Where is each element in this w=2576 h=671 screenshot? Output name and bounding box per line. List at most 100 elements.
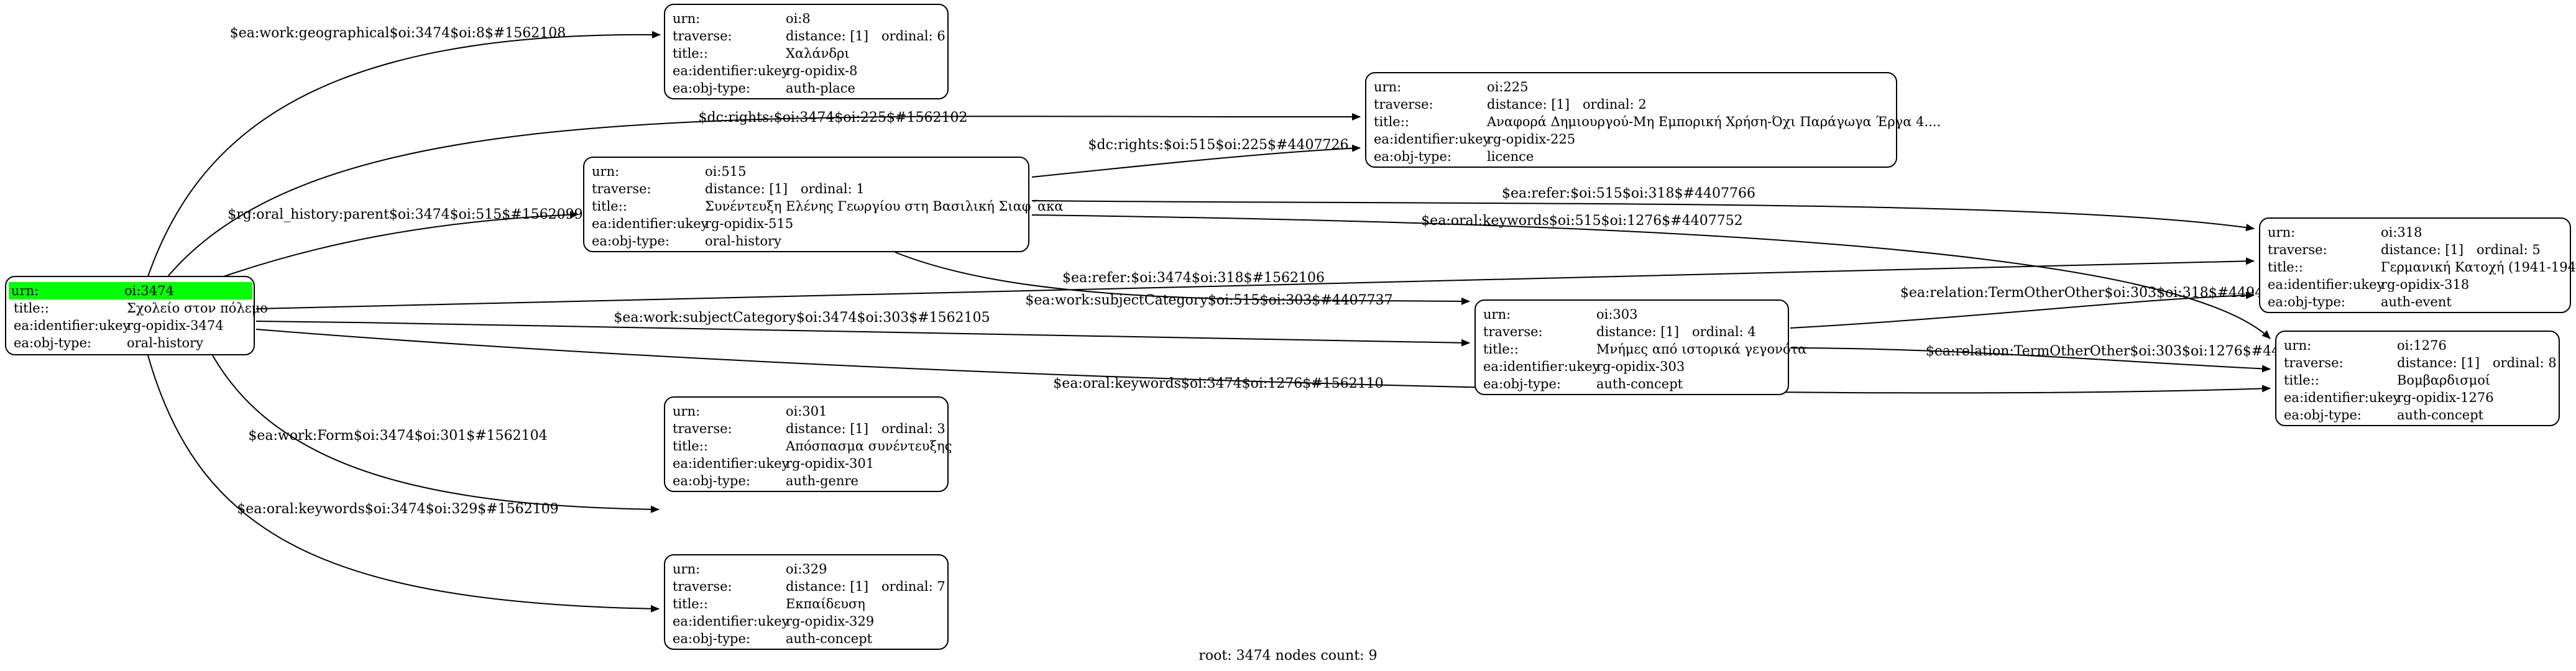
node-row: traverse: distance: [1] ordinal: 1	[589, 180, 1026, 198]
edge-label: $ea:work:subjectCategory$oi:515$oi:303$#…	[1025, 293, 1392, 308]
node-field-key: ea:identifier:ukey	[2268, 277, 2385, 292]
edge-oi-303-to-oi-318	[1790, 291, 2255, 329]
node-row: urn: oi:318	[2265, 224, 2567, 241]
node-field-value: rg-opidix-1276	[2397, 390, 2494, 405]
edge-oi-3474-to-oi-329	[147, 355, 660, 613]
node-field-key: ea:obj-type:	[1374, 149, 1451, 164]
node-field-ordinal: ordinal: 8	[2493, 355, 2557, 370]
node-field-key: traverse:	[592, 181, 651, 196]
node-row: title::Γερμανική Κατοχή (1941-1944)	[2265, 258, 2576, 276]
edge-label: $ea:work:subjectCategory$oi:3474$oi:303$…	[614, 310, 990, 326]
node-field-key: ea:obj-type:	[592, 234, 669, 249]
node-field-ordinal: ordinal: 4	[1692, 324, 1756, 339]
node-field-key: traverse:	[2268, 242, 2327, 257]
node-row: title::Απόσπασμα συνέντευξης	[670, 437, 952, 455]
node-row: urn:oi:329	[670, 560, 945, 578]
edge-label: $ea:oral:keywords$oi:3474$oi:329$#156210…	[237, 501, 558, 517]
node-row: traverse:distance: [1]ordinal: 5	[2265, 241, 2567, 258]
node-field-value: rg-opidix-515	[705, 216, 794, 231]
node-row: urn: oi:301	[670, 403, 945, 420]
node-row: ea:obj-type: auth-concept	[2281, 406, 2556, 424]
node-row: title::Εκπαίδευση	[670, 595, 945, 613]
node-oi-1276[interactable]: urn: oi:1276 traverse: distance: [1] ordinal…	[2275, 331, 2560, 426]
node-field-key: urn:	[1374, 80, 1402, 94]
node-field-value: oi:303	[1596, 307, 1638, 322]
node-field-key: ea:identifier:ukey	[1374, 132, 1491, 147]
node-field-ordinal: ordinal: 1	[801, 181, 865, 196]
node-field-key: traverse:	[1374, 97, 1433, 112]
node-field-value: distance: [1]	[2397, 355, 2480, 370]
node-field-ordinal: ordinal: 2	[1583, 97, 1647, 112]
edge-label: $ea:oral:keywords$oi:3474$oi:1276$#15621…	[1053, 376, 1383, 391]
node-field-value: oi:318	[2381, 225, 2422, 240]
edge-label: $dc:rights:$oi:3474$oi:225$#1562102	[699, 110, 968, 126]
node-field-value: oi:301	[786, 404, 827, 419]
node-field-key: urn:	[673, 404, 701, 419]
node-field-value: Μνήμες από ιστορικά γεγονότα	[1596, 342, 1807, 357]
edge-oi-515-to-oi-225	[1031, 144, 1361, 178]
node-field-key: ea:obj-type:	[673, 81, 750, 96]
node-field-key: traverse:	[2284, 355, 2344, 370]
edge-label: $ea:oral:keywords$oi:515$oi:1276$#440775…	[1421, 213, 1742, 229]
node-field-key: ea:identifier:ukey	[14, 318, 131, 333]
node-row: urn: oi:1276	[2281, 337, 2556, 354]
node-field-key: traverse:	[673, 421, 732, 436]
node-field-value: oi:8	[786, 11, 811, 26]
node-field-key: ea:identifier:ukey	[673, 63, 789, 78]
node-row: urn:oi:515	[589, 163, 1026, 180]
edge-oi-3474-to-oi-318	[255, 257, 2255, 309]
node-row: ea:obj-type: auth-event	[2265, 293, 2567, 311]
node-field-key: ea:obj-type:	[2284, 408, 2362, 422]
node-field-value: Βομβαρδισμοί	[2397, 373, 2491, 388]
node-row: traverse:distance: [1]ordinal: 7	[670, 578, 945, 595]
node-field-value: rg-opidix-318	[2381, 277, 2470, 292]
node-row: ea:obj-type:oral-history	[11, 334, 251, 352]
node-field-key: title::	[592, 199, 627, 214]
node-field-value: oi:3474	[124, 283, 174, 298]
node-row: traverse:distance: [1]ordinal: 4	[1481, 323, 1785, 340]
edge-label: $ea:work:geographical$oi:3474$oi:8$#1562…	[230, 25, 566, 41]
edge-oi-303-to-oi-1276	[1790, 347, 2271, 373]
node-field-value: distance: [1]	[705, 181, 788, 196]
node-field-key: ea:identifier:ukey	[592, 216, 709, 231]
node-row: title::Βομβαρδισμοί	[2281, 372, 2556, 389]
edge-oi-3474-to-oi-8	[147, 30, 661, 277]
node-field-key: title::	[2268, 260, 2303, 275]
node-field-value: oi:1276	[2397, 338, 2447, 353]
node-field-value: auth-event	[2381, 294, 2452, 309]
edge-label: $ea:work:Form$oi:3474$oi:301$#1562104	[248, 428, 547, 444]
edge-oi-3474-to-oi-225	[167, 113, 1361, 277]
node-row: title::Μνήμες από ιστορικά γεγονότα	[1481, 340, 1806, 358]
node-field-ordinal: ordinal: 5	[2477, 242, 2541, 257]
graph-footer: root: 3474 nodes count: 9	[1198, 648, 1378, 664]
node-field-key: ea:obj-type:	[2268, 294, 2345, 309]
edges-layer	[147, 30, 2271, 613]
node-field-key: urn:	[2268, 225, 2296, 240]
node-field-value: oi:225	[1487, 80, 1529, 94]
node-field-value: rg-opidix-8	[786, 63, 858, 78]
node-field-value: Γερμανική Κατοχή (1941-1944)	[2381, 260, 2576, 275]
node-field-value: auth-concept	[2397, 408, 2484, 422]
node-row: ea:obj-type:auth-place	[670, 80, 945, 97]
edge-oi-3474-to-oi-515	[223, 211, 579, 277]
node-field-value: rg-opidix-329	[786, 614, 875, 629]
node-field-key: urn:	[2284, 338, 2312, 353]
edge-oi-515-to-oi-1276	[1031, 214, 2271, 339]
node-field-key: traverse:	[673, 29, 732, 43]
node-row: title::Χαλάνδρι	[670, 45, 945, 62]
